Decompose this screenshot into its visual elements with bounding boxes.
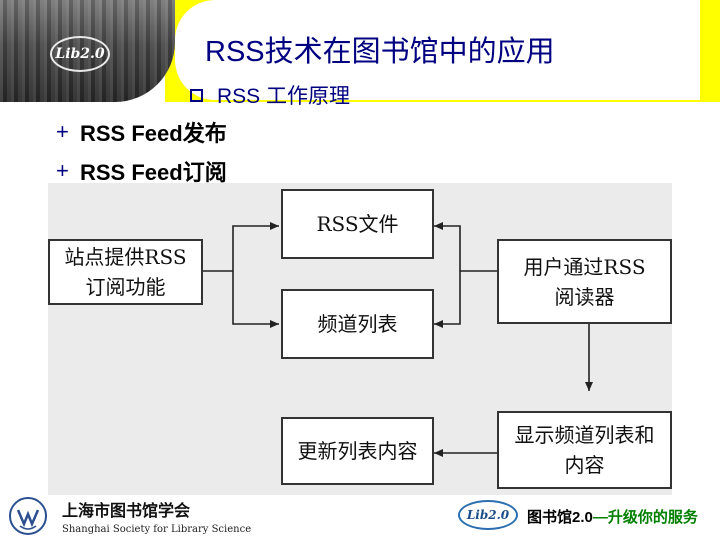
subtitle-row: RSS 工作原理	[190, 80, 350, 110]
node-rss-file: RSS文件	[281, 189, 434, 259]
footer-logo-text: Lib2.0	[466, 508, 510, 522]
bullet-item: + RSS Feed订阅	[56, 155, 227, 187]
connector-reader-channel	[434, 271, 461, 328]
logo-text: Lib2.0	[55, 46, 105, 62]
header-photo: Lib2.0	[0, 0, 175, 102]
node-display-channels: 显示频道列表和 内容	[497, 411, 672, 489]
plus-icon: +	[56, 119, 69, 144]
society-name-cn: 上海市图书馆学会	[62, 501, 191, 520]
footer-lib20-logo: Lib2.0	[458, 500, 518, 530]
society-footer: 上海市图书馆学会 Shanghai Society for Library Sc…	[8, 496, 251, 536]
lib20-logo: Lib2.0	[50, 36, 110, 72]
footer-slogan: 图书馆2.0—升级你的服务	[527, 506, 698, 527]
header-panel	[175, 0, 700, 100]
society-logo-icon	[9, 497, 47, 535]
node-reader: 用户通过RSS 阅读器	[497, 239, 672, 324]
connector-publish-channel	[232, 271, 279, 328]
node-update-list: 更新列表内容	[281, 417, 434, 485]
bullet-text: RSS Feed发布	[80, 121, 227, 146]
diagram-connectors	[203, 222, 593, 457]
connector-publish-rss	[203, 222, 279, 272]
square-bullet-icon	[190, 88, 203, 102]
slogan-part1: 图书馆2.0	[527, 509, 593, 526]
node-site-publish: 站点提供RSS 订阅功能	[48, 239, 203, 305]
society-name-en: Shanghai Society for Library Science	[62, 524, 252, 535]
slogan-part2: —升级你的服务	[592, 509, 698, 526]
slide-subtitle: RSS 工作原理	[217, 85, 351, 108]
plus-icon: +	[56, 158, 69, 183]
slide-title: RSS技术在图书馆中的应用	[205, 36, 555, 68]
connector-reader-rss	[434, 222, 497, 272]
bullet-item: + RSS Feed发布	[56, 116, 227, 148]
node-channel-list: 频道列表	[281, 289, 434, 359]
rss-flow-diagram: 站点提供RSS 订阅功能 RSS文件 频道列表 用户通过RSS 阅读器 显示频道…	[48, 183, 672, 495]
bullet-text: RSS Feed订阅	[80, 160, 227, 185]
